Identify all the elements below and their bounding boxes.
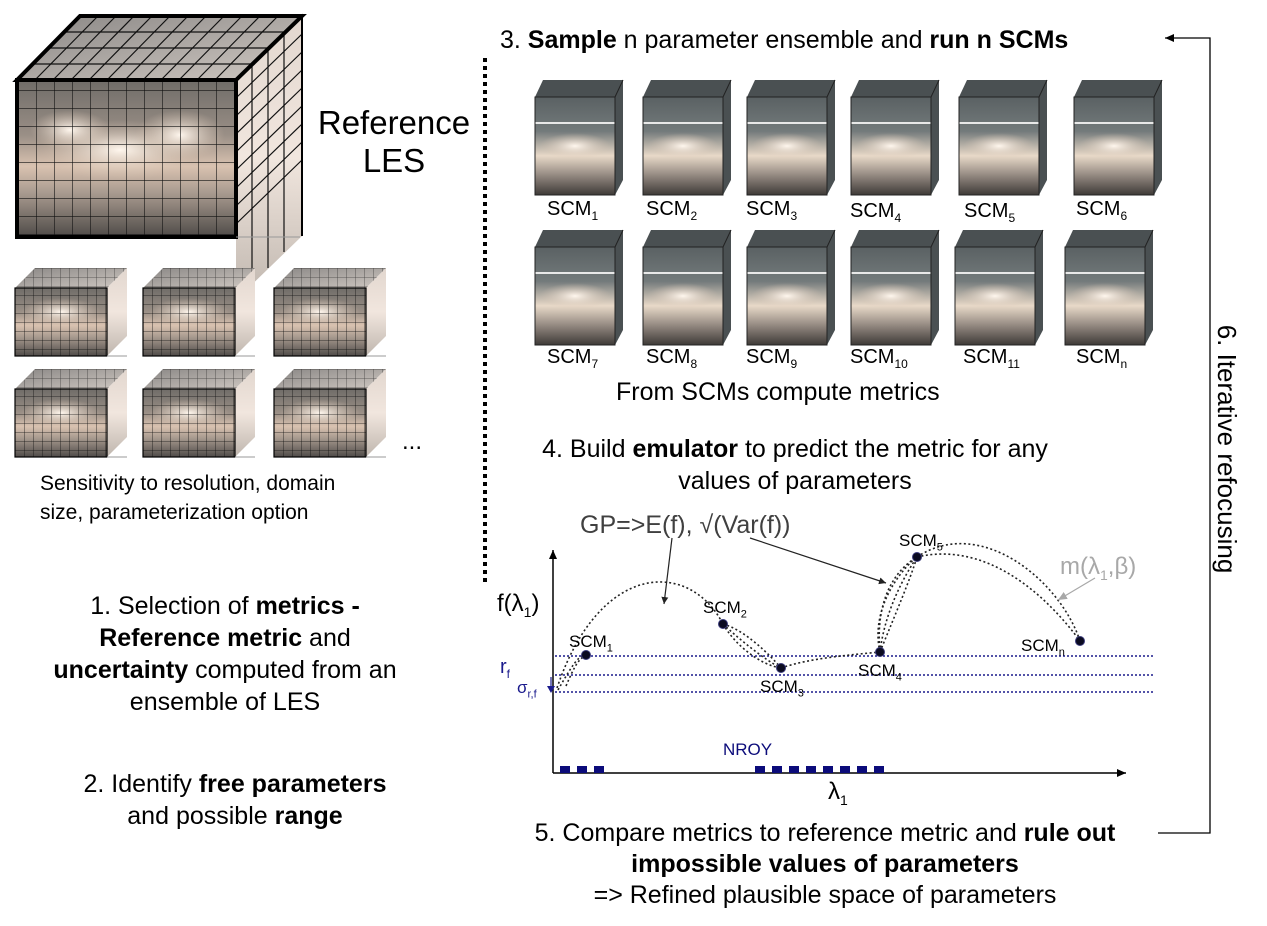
step1-text: 1. Selection of metrics - Reference metr… — [10, 590, 440, 718]
point-label: SCM1 — [569, 632, 613, 655]
emulator-m-label: m(λ1,β) — [1060, 553, 1137, 583]
y-axis-label: f(λ1) — [497, 590, 540, 620]
step1-l3-post: computed from an — [188, 656, 397, 684]
reference-les-line1: Reference — [317, 104, 471, 141]
scm-point — [1075, 636, 1085, 646]
scm-cube — [1073, 79, 1163, 196]
scm-cube — [1064, 229, 1154, 346]
scm-label: SCM2 — [646, 198, 698, 223]
les-sensitivity-cubes — [14, 268, 386, 458]
scm-label: SCM3 — [746, 198, 798, 223]
small-les-cube-4 — [14, 369, 127, 458]
step6-label: 6. Iterative refocusing — [1212, 324, 1242, 574]
point-label: SCM3 — [760, 677, 804, 700]
step4-l1-post: to predict the metric for any — [738, 435, 1048, 463]
small-les-cube-2 — [142, 268, 255, 357]
reference-metric-label: rf — [500, 656, 511, 681]
step2-text: 2. Identify free parameters and possible… — [20, 768, 450, 832]
nroy-label: NROY — [723, 740, 773, 759]
refocusing-loop — [1158, 34, 1211, 834]
sigma-label: σr,f — [517, 678, 537, 701]
reference-les-cube — [12, 13, 307, 300]
scm-label: SCM4 — [850, 200, 902, 225]
point-label: SCMn — [1021, 636, 1065, 659]
scm-label: SCM5 — [964, 200, 1016, 225]
point-label: SCM5 — [899, 531, 943, 554]
sensitivity-line1: Sensitivity to resolution, domain — [40, 472, 336, 495]
small-les-cube-3 — [273, 268, 386, 357]
scm-cube-grid — [534, 79, 1163, 346]
small-les-cube-1 — [14, 268, 127, 357]
step4-l1-bold: emulator — [632, 435, 739, 463]
scm-cube — [534, 229, 624, 346]
scm-label: SCM11 — [963, 346, 1020, 371]
scm-label: SCMn — [1076, 346, 1128, 371]
compute-metrics-caption: From SCMs compute metrics — [616, 378, 940, 406]
scm-label: SCM1 — [547, 198, 599, 223]
more-cubes-ellipsis: ... — [402, 428, 423, 455]
step5-l2-bold: impossible values of parameters — [631, 850, 1019, 878]
scm-cube — [958, 79, 1048, 196]
step1-l1-bold: metrics - — [255, 592, 360, 620]
sensitivity-caption: Sensitivity to resolution, domain size, … — [40, 469, 460, 527]
reference-les-line2: LES — [362, 142, 426, 179]
m-arrow — [1057, 577, 1096, 601]
small-les-cube-6 — [273, 369, 386, 458]
scm-label: SCM9 — [746, 346, 798, 371]
point-label: SCM2 — [703, 598, 747, 621]
step3-bold2: run n SCMs — [929, 26, 1069, 54]
step3-bold1: Sample — [527, 26, 617, 54]
scm-point — [875, 647, 885, 657]
step2-l1-bold: free parameters — [198, 770, 387, 798]
step2-l1-pre: 2. Identify — [83, 770, 199, 798]
gp-arrow-right — [749, 537, 887, 585]
scm-points — [581, 552, 1085, 673]
step4-l1-pre: 4. Build — [542, 435, 633, 463]
scm-point — [718, 619, 728, 629]
step5-l1-pre: 5. Compare metrics to reference metric a… — [534, 819, 1024, 847]
scm-cube — [534, 79, 624, 196]
small-les-cube-5 — [142, 369, 255, 458]
nroy-segments — [560, 766, 884, 773]
scm-cube — [642, 229, 732, 346]
scm-cube — [746, 229, 836, 346]
x-axis-label: λ1 — [828, 778, 848, 808]
step1-l3-bold: uncertainty — [53, 656, 189, 684]
step3-mid: n parameter ensemble and — [616, 26, 930, 54]
point-label: SCM4 — [858, 661, 902, 684]
step1-l1-pre: 1. Selection of — [90, 592, 256, 620]
scm-point — [581, 650, 591, 660]
step1-l4: ensemble of LES — [129, 688, 321, 716]
reference-les-label: Reference LES — [304, 104, 484, 180]
step5-l3: => Refined plausible space of parameters — [593, 881, 1057, 909]
scm-label: SCM8 — [646, 346, 698, 371]
scm-cube — [850, 79, 940, 196]
sensitivity-line2: size, parameterization option — [40, 501, 309, 524]
gp-label: GP=>E(f), √(Var(f)) — [580, 511, 791, 539]
step2-l2-pre: and possible — [127, 802, 275, 830]
step1-l2-post: and — [302, 624, 351, 652]
step2-l2-bold: range — [274, 802, 343, 830]
scm-point — [776, 663, 786, 673]
gp-arrow-left — [661, 537, 673, 605]
scm-point — [912, 552, 922, 562]
step4-l2: values of parameters — [678, 467, 912, 495]
scm-cube — [642, 79, 732, 196]
step4-text: 4. Build emulator to predict the metric … — [490, 433, 1100, 497]
step5-text: 5. Compare metrics to reference metric a… — [475, 818, 1175, 911]
scm-label: SCM7 — [547, 346, 599, 371]
gp-curves — [556, 543, 1081, 691]
scm-cube — [746, 79, 836, 196]
reference-band — [555, 655, 1155, 693]
step5-l1-bold: rule out — [1023, 819, 1116, 847]
scm-label: SCM10 — [850, 346, 908, 371]
scm-label: SCM6 — [1076, 198, 1128, 223]
step1-l2-bold: Reference metric — [99, 624, 303, 652]
scm-cube — [954, 229, 1044, 346]
step3-pre: 3. — [500, 26, 528, 54]
emulator-plot — [547, 537, 1155, 777]
scm-cube — [850, 229, 940, 346]
step3-text: 3. Sample n parameter ensemble and run n… — [500, 26, 1068, 55]
